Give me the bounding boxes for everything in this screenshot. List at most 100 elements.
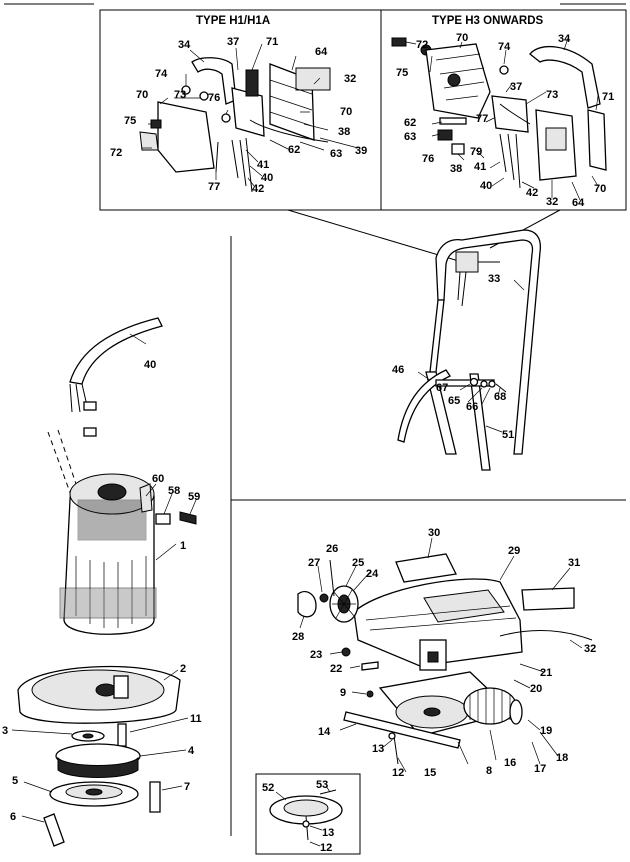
- label-42-h1: 42: [252, 183, 264, 195]
- label-77-h3: 77: [476, 113, 488, 125]
- leader-5: [23, 781, 53, 793]
- motor-assembly: 40 60 58 59 1 2 11 3 4: [2, 317, 202, 847]
- label-74-h1: 74: [155, 68, 168, 80]
- h3-nut-76: [451, 143, 465, 155]
- blade-disc-inset: 52 53 13 12: [255, 773, 361, 855]
- disc-pin-53: [319, 789, 337, 795]
- label-41-h1: 41: [257, 159, 269, 171]
- label-20: 20: [530, 683, 542, 695]
- label-74-h3: 74: [498, 41, 511, 53]
- label-32-h1: 32: [344, 73, 356, 85]
- leader-29: [499, 555, 515, 581]
- leader-28: [299, 615, 305, 629]
- handle-upper-33: [435, 229, 542, 455]
- brush-holder-60: [139, 483, 153, 513]
- leader-23: [329, 651, 343, 655]
- h3-wires: [499, 133, 521, 189]
- blade-14: [343, 711, 461, 749]
- label-40-h3: 40: [480, 180, 492, 192]
- label-22: 22: [330, 663, 342, 675]
- label-42-h3: 42: [526, 187, 538, 199]
- bolt-6: [43, 813, 65, 847]
- label-37-h3: 37: [510, 81, 522, 93]
- h1-screw-73: [199, 91, 209, 101]
- connector-lower: [83, 427, 97, 437]
- label-30: 30: [428, 527, 440, 539]
- label-4: 4: [188, 745, 195, 757]
- label-11: 11: [190, 713, 202, 725]
- cutter-hub-15: [423, 707, 441, 717]
- label-26: 26: [326, 543, 338, 555]
- label-70-h3-top: 70: [456, 32, 468, 44]
- leader-31: [551, 567, 571, 591]
- label-34-h3: 34: [558, 33, 571, 45]
- h3-leaders: [405, 37, 599, 201]
- label-40-motor: 40: [144, 359, 156, 371]
- h1-cable: [249, 119, 329, 143]
- h3-screw-74: [499, 65, 509, 75]
- h3-switch-spring: [499, 103, 531, 125]
- disc-52-inner: [283, 799, 329, 817]
- h1-switch-assembly: 34 37 71 64 32 74 70 73 76 75 72 70 38 6…: [110, 36, 367, 195]
- h3-switch-assembly: 72 75 70 74 34 37 73 71 77 62 63 79 76 3…: [391, 32, 614, 209]
- label-14: 14: [318, 726, 331, 738]
- h1-switch-cover: [139, 131, 159, 151]
- h1-label-plate: [295, 67, 331, 91]
- label-17: 17: [534, 763, 546, 775]
- screw-12: [393, 735, 399, 765]
- handle-cable-46: [397, 369, 451, 443]
- motor-armature: [97, 483, 127, 501]
- connector-upper: [83, 401, 97, 411]
- roller-ridges: [469, 688, 511, 724]
- screw-11: [117, 723, 127, 747]
- h3-switch-body: [491, 95, 529, 133]
- label-27: 27: [308, 557, 320, 569]
- label-52: 52: [262, 782, 274, 794]
- wheel-spokes: [332, 589, 356, 619]
- h1-switch-nut: [150, 119, 162, 129]
- label-7: 7: [184, 781, 190, 793]
- h3-block-63: [437, 129, 453, 141]
- label-3: 3: [2, 725, 8, 737]
- brush-spring-59: [179, 511, 197, 525]
- h1-switch-stem: [245, 69, 259, 97]
- h3-handle-grip-34: [529, 45, 601, 109]
- leader-30: [427, 537, 433, 559]
- label-71-h3: 71: [602, 91, 614, 103]
- label-73-h1: 73: [174, 89, 186, 101]
- label-8: 8: [486, 765, 492, 777]
- handle-lower-51: [469, 373, 491, 471]
- handle-left-lower-46: [425, 371, 457, 455]
- h3-pivot: [447, 73, 461, 87]
- label-75-h1: 75: [124, 115, 136, 127]
- title-type-h3: TYPE H3 ONWARDS: [432, 15, 544, 27]
- label-12-disc: 12: [320, 842, 332, 854]
- label-70-h1-left: 70: [136, 89, 148, 101]
- label-31: 31: [568, 557, 580, 569]
- label-46: 46: [392, 364, 404, 376]
- label-53: 53: [316, 779, 328, 791]
- hub-cap-28: [297, 591, 317, 618]
- label-64-h1: 64: [315, 46, 328, 58]
- h1-handle-grip: [191, 57, 237, 105]
- h3-bracket-71: [587, 109, 607, 171]
- label-72-h3: 72: [416, 39, 428, 51]
- label-38-h3: 38: [450, 163, 462, 175]
- h3-strip-62: [439, 117, 467, 125]
- label-58: 58: [168, 485, 180, 497]
- h1-nut-76: [221, 113, 231, 123]
- label-32-deck: 32: [584, 643, 596, 655]
- inset-frame: [99, 9, 627, 211]
- label-18: 18: [556, 752, 568, 764]
- switch-box-inset: TYPE H1/H1A TYPE H3 ONWARDS: [99, 9, 627, 211]
- label-65: 65: [448, 395, 460, 407]
- handle-leaders: [417, 279, 525, 433]
- label-1: 1: [180, 540, 186, 552]
- leader-27: [317, 565, 323, 593]
- leader-7: [161, 785, 183, 791]
- label-34-h1: 34: [178, 39, 191, 51]
- label-59: 59: [188, 491, 200, 503]
- label-28: 28: [292, 631, 304, 643]
- fan-housing-hub: [95, 683, 117, 697]
